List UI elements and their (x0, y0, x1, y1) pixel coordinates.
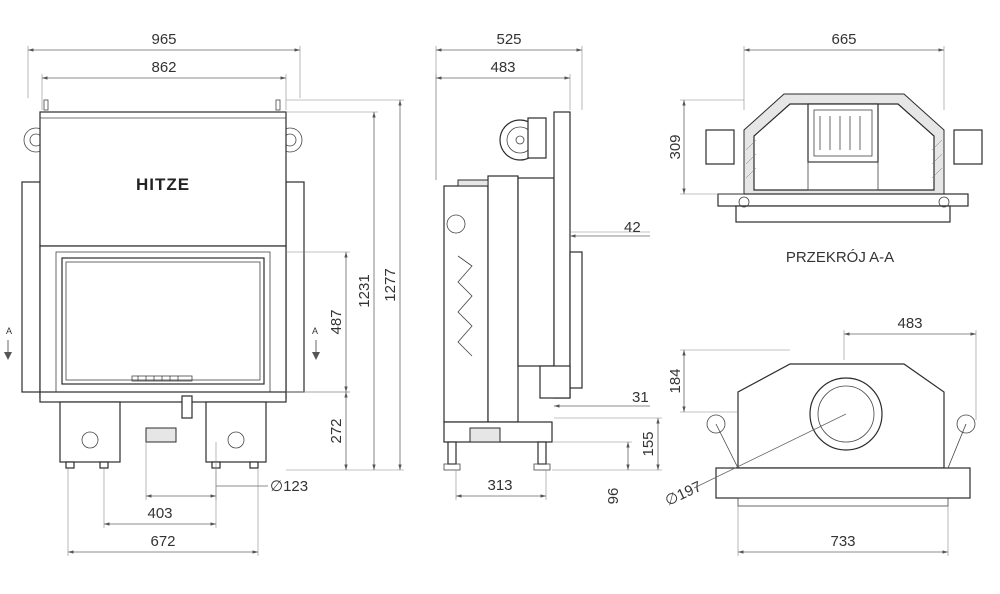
section-marker-left: A (6, 326, 12, 336)
dim-487: 487 (328, 309, 345, 334)
side-view: 525 483 42 31 (435, 31, 662, 505)
dim-flue-197: ∅197 (663, 478, 705, 510)
dim-184: 184 (667, 368, 684, 393)
dim-155: 155 (640, 431, 657, 456)
top-view: 483 184 ∅197 733 (663, 315, 977, 556)
hitze-logo: HITZE (136, 175, 190, 194)
dim-309: 309 (667, 134, 684, 159)
dim-403: 403 (147, 505, 172, 522)
dim-272: 272 (328, 418, 345, 443)
dim-31: 31 (632, 389, 649, 406)
dim-862: 862 (151, 59, 176, 76)
dim-42: 42 (624, 219, 641, 236)
front-view: 965 862 HITZE (4, 31, 404, 556)
dim-733: 733 (830, 533, 855, 550)
dim-1231: 1231 (356, 274, 373, 307)
front-legs (59, 401, 267, 469)
dim-flue-123: ∅123 (270, 478, 308, 495)
section-marker-right: A (312, 326, 318, 336)
dim-1277: 1277 (382, 268, 399, 301)
section-caption: PRZEKRÓJ A-A (786, 249, 894, 266)
dim-96: 96 (605, 488, 622, 505)
dim-965: 965 (151, 31, 176, 48)
dim-483-side: 483 (490, 59, 515, 76)
dim-483-top: 483 (897, 315, 922, 332)
dim-313: 313 (487, 477, 512, 494)
dim-665: 665 (831, 31, 856, 48)
dim-525: 525 (496, 31, 521, 48)
section-view: 665 309 PRZEKRÓJ A-A (667, 31, 983, 266)
dim-672: 672 (150, 533, 175, 550)
